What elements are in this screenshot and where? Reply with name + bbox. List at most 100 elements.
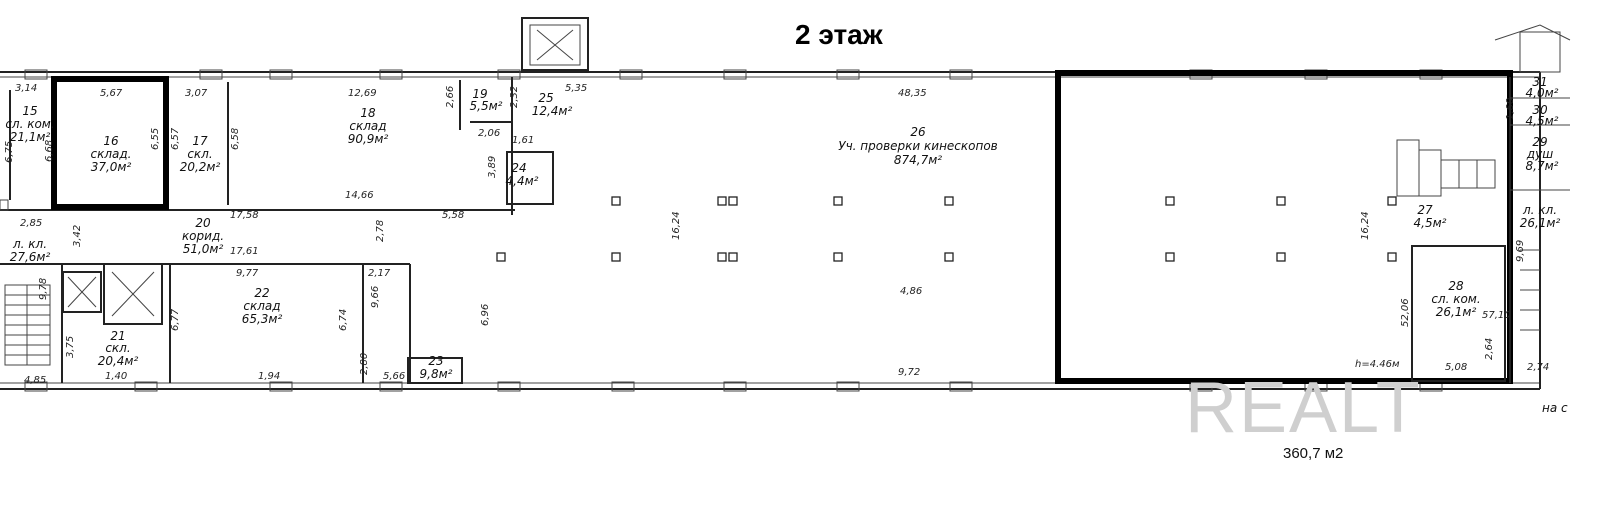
- room-label-15: 15 сл. ком. 21,1м²: [5, 104, 54, 144]
- room-label-17: 17 скл. 20,2м²: [180, 134, 221, 174]
- svg-text:6,55: 6,55: [150, 128, 161, 150]
- room-label-29: 29 душ 8,7м²: [1526, 135, 1559, 173]
- svg-text:25: 25: [538, 91, 553, 105]
- room-label-24: 24 4,4м²: [506, 161, 539, 188]
- svg-text:16,24: 16,24: [671, 211, 682, 240]
- svg-text:12,4м²: 12,4м²: [532, 104, 573, 118]
- svg-text:18: 18: [360, 106, 376, 120]
- svg-text:6,68: 6,68: [44, 140, 55, 162]
- svg-text:2,32: 2,32: [509, 86, 520, 108]
- svg-text:9,78: 9,78: [38, 278, 49, 300]
- left-block-walls: [0, 77, 554, 384]
- svg-text:6,75: 6,75: [4, 141, 15, 163]
- svg-text:1,40: 1,40: [105, 371, 127, 382]
- svg-text:3,75: 3,75: [65, 336, 76, 358]
- svg-text:3,07: 3,07: [185, 88, 208, 99]
- svg-text:5,35: 5,35: [565, 83, 587, 94]
- svg-text:26: 26: [910, 125, 926, 139]
- svg-text:9,77: 9,77: [236, 268, 259, 279]
- svg-text:9,69: 9,69: [1515, 240, 1526, 262]
- svg-text:4,85: 4,85: [24, 375, 46, 386]
- area-caption: 360,7 м2: [1283, 445, 1343, 462]
- svg-text:2,74: 2,74: [1527, 362, 1549, 373]
- svg-text:9,72: 9,72: [898, 367, 920, 378]
- svg-text:скл.: скл.: [105, 341, 130, 355]
- svg-text:6,57: 6,57: [170, 127, 181, 150]
- edge-text: на с: [1542, 401, 1568, 415]
- svg-text:5,5м²: 5,5м²: [470, 99, 503, 113]
- room-label-30: 30 4,5м²: [1526, 103, 1559, 128]
- room-label-27: 27 4,5м²: [1414, 203, 1447, 230]
- highlight-room-16: [51, 76, 169, 210]
- room-label-23: 23 9,8м²: [420, 354, 453, 381]
- svg-text:57,10: 57,10: [1482, 310, 1511, 321]
- svg-text:6,58: 6,58: [230, 128, 241, 150]
- svg-text:26,1м²: 26,1м²: [1436, 305, 1477, 319]
- svg-text:22: 22: [254, 286, 269, 300]
- svg-text:5,66: 5,66: [383, 371, 405, 382]
- svg-text:4,5м²: 4,5м²: [1526, 114, 1559, 128]
- floor-title: 2 этаж: [795, 19, 884, 50]
- svg-text:сл. ком.: сл. ком.: [1431, 292, 1480, 306]
- svg-text:4,4м²: 4,4м²: [506, 174, 539, 188]
- svg-text:2,17: 2,17: [368, 268, 391, 279]
- svg-text:16,24: 16,24: [1360, 211, 1371, 240]
- room-label-stair-left: л. кл. 27,6м²: [10, 237, 51, 264]
- svg-text:скл.: скл.: [187, 147, 212, 161]
- svg-text:19: 19: [472, 87, 487, 101]
- dimension-labels-vertical: 2,66 2,32 6,75 6,68 6,55 6,57 6,58 3,89 …: [4, 86, 1526, 375]
- svg-text:5,67: 5,67: [100, 88, 123, 99]
- svg-text:3,89: 3,89: [487, 156, 498, 178]
- svg-text:4,86: 4,86: [900, 286, 922, 297]
- svg-text:65,3м²: 65,3м²: [242, 312, 283, 326]
- svg-text:31: 31: [1532, 75, 1547, 89]
- svg-text:склад: склад: [349, 119, 386, 133]
- room-label-19: 19 5,5м²: [470, 87, 503, 113]
- svg-text:27,6м²: 27,6м²: [10, 250, 51, 264]
- svg-text:9,8м²: 9,8м²: [420, 367, 453, 381]
- room-label-26: 26 Уч. проверки кинескопов 874,7м²: [838, 125, 998, 167]
- svg-text:28: 28: [1448, 279, 1464, 293]
- svg-text:сл. ком.: сл. ком.: [5, 117, 54, 131]
- room-label-18: 18 склад 90,9м²: [348, 106, 389, 146]
- realt-watermark: REALT: [1185, 368, 1422, 448]
- room-label-stair-right: л. кл. 26,1м²: [1520, 203, 1561, 230]
- outer-walls: [0, 71, 1541, 390]
- svg-text:л. кл.: л. кл.: [12, 237, 47, 251]
- room-label-20: 20 корид. 51,0м²: [182, 216, 224, 256]
- svg-text:17,58: 17,58: [230, 210, 259, 221]
- svg-text:874,7м²: 874,7м²: [894, 153, 942, 167]
- svg-text:27: 27: [1417, 203, 1433, 217]
- svg-text:6,77: 6,77: [170, 308, 181, 331]
- dimension-labels: 3,14 5,67 3,07 12,69 5,35 48,35 2,06 1,6…: [15, 83, 1549, 386]
- svg-text:склад: склад: [243, 299, 280, 313]
- svg-text:1,61: 1,61: [512, 135, 534, 146]
- room-label-22: 22 склад 65,3м²: [242, 286, 283, 326]
- svg-text:9,66: 9,66: [370, 286, 381, 308]
- svg-text:6,96: 6,96: [480, 304, 491, 326]
- room-label-28: 28 сл. ком. 26,1м²: [1431, 279, 1480, 319]
- window-marks: [24, 69, 1443, 392]
- svg-text:4,0м²: 4,0м²: [1526, 86, 1559, 100]
- svg-text:л. кл.: л. кл.: [1522, 203, 1557, 217]
- room-label-25: 25 12,4м²: [532, 91, 573, 118]
- room-label-21: 21 скл. 20,4м²: [98, 329, 139, 368]
- right-block-walls: [1396, 24, 1571, 383]
- svg-text:2,64: 2,64: [1484, 338, 1495, 360]
- svg-text:21: 21: [110, 329, 125, 343]
- svg-text:24: 24: [511, 161, 526, 175]
- svg-text:26,1м²: 26,1м²: [1520, 216, 1561, 230]
- svg-text:корид.: корид.: [182, 229, 224, 243]
- svg-text:душ: душ: [1526, 147, 1553, 161]
- svg-text:15: 15: [22, 104, 37, 118]
- svg-text:12,69: 12,69: [348, 88, 377, 99]
- svg-text:склад.: склад.: [91, 147, 132, 161]
- svg-text:5,08: 5,08: [1445, 362, 1467, 373]
- svg-text:29: 29: [1532, 135, 1547, 149]
- svg-text:23: 23: [428, 354, 443, 368]
- elevator-shaft-left: [62, 263, 163, 325]
- height-note: h=4.46м: [1355, 359, 1400, 370]
- svg-text:8,7м²: 8,7м²: [1526, 159, 1559, 173]
- svg-text:52,06: 52,06: [1400, 298, 1411, 327]
- svg-text:16: 16: [103, 134, 119, 148]
